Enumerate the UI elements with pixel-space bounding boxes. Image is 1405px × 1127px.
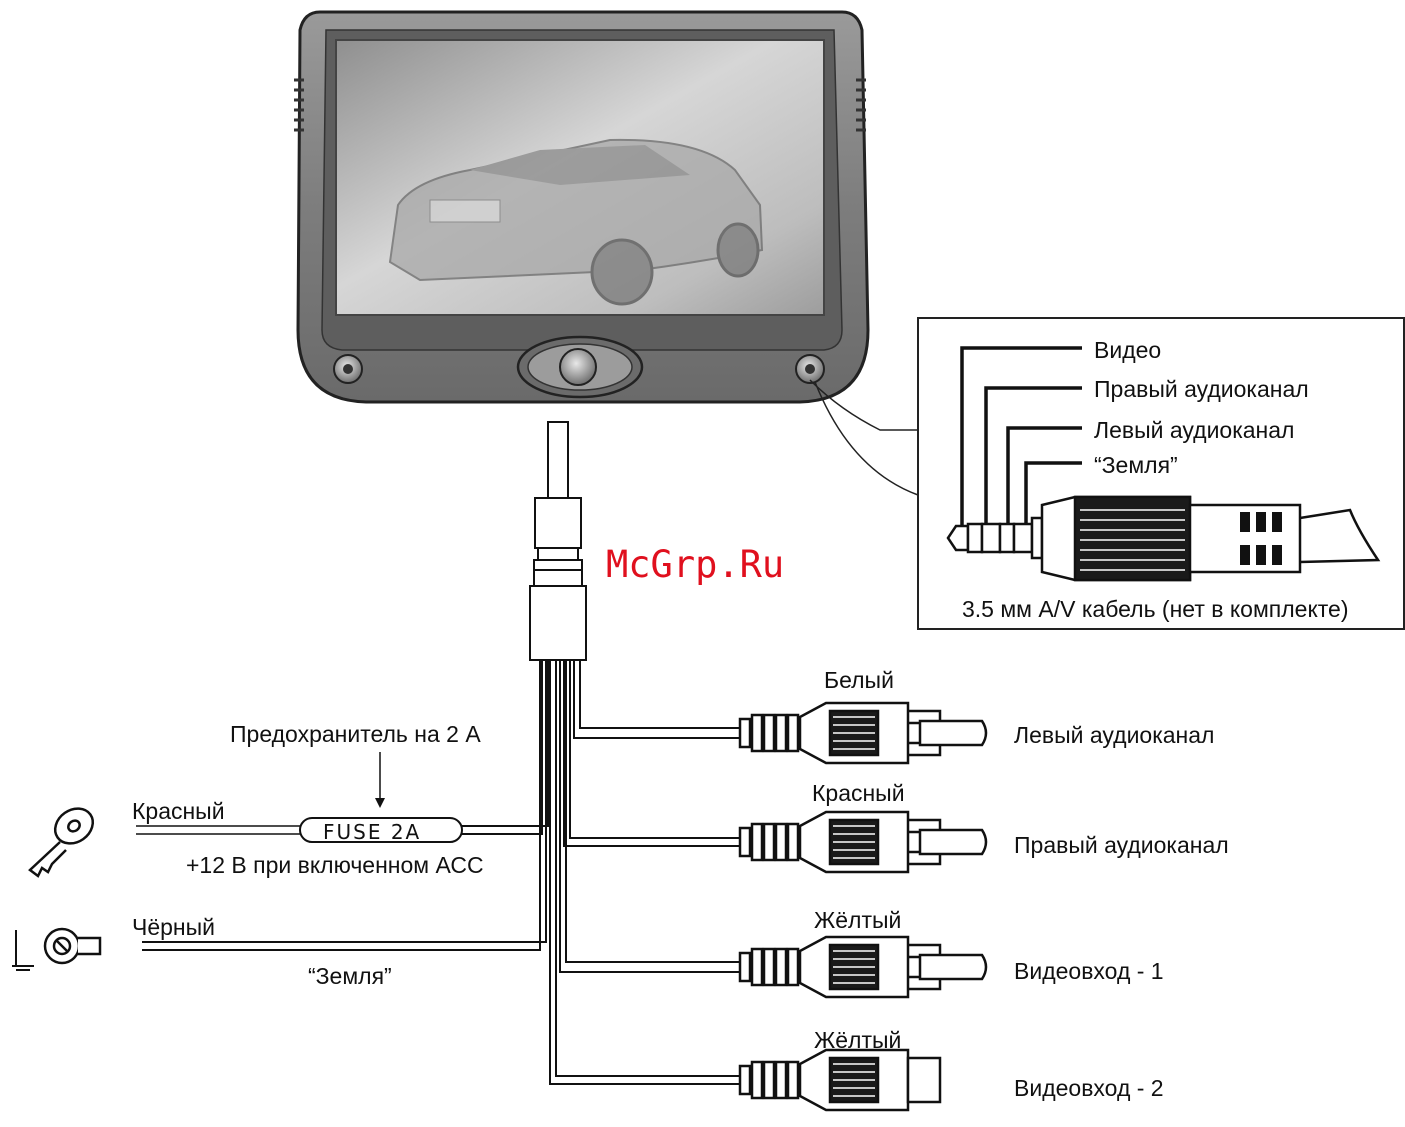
red-wire-label: Красный xyxy=(132,800,225,823)
monitor xyxy=(294,12,868,402)
ground-note: “Земля” xyxy=(308,965,392,988)
av-video-label: Видео xyxy=(1094,339,1161,362)
av-cable-caption: 3.5 мм A/V кабель (нет в комплекте) xyxy=(962,598,1349,621)
control-knob xyxy=(560,349,596,385)
rca-signal-left-audio: Левый аудиоканал xyxy=(1014,724,1214,747)
rca-signal-video-1: Видеовход - 1 xyxy=(1014,960,1164,983)
ground-icon xyxy=(12,930,34,970)
ignition-key-icon xyxy=(30,801,100,876)
rca-plug-yellow-1 xyxy=(740,937,986,997)
rca-plug-white xyxy=(740,703,986,763)
watermark: McGrp.Ru xyxy=(606,543,784,586)
rca-plug-yellow-2 xyxy=(740,1050,940,1110)
rca-color-white: Белый xyxy=(824,669,894,692)
black-wire-label: Чёрный xyxy=(132,916,215,939)
rca-color-yellow-1: Жёлтый xyxy=(814,909,901,932)
main-cable xyxy=(530,422,586,660)
rca-color-red: Красный xyxy=(812,782,905,805)
av-left-audio-label: Левый аудиоканал xyxy=(1094,419,1294,442)
fuse-callout: Предохранитель на 2 А xyxy=(230,723,481,746)
rca-color-yellow-2: Жёлтый xyxy=(814,1029,901,1052)
acc-note: +12 В при включенном АСС xyxy=(186,854,484,877)
rca-plug-red xyxy=(740,812,986,872)
fuse-label: FUSE 2A xyxy=(323,820,421,844)
ring-terminal-icon xyxy=(45,929,100,963)
av-ground-label: “Земля” xyxy=(1094,454,1178,477)
rca-signal-right-audio: Правый аудиоканал xyxy=(1014,834,1229,857)
red-wire xyxy=(136,826,300,834)
rca-signal-video-2: Видеовход - 2 xyxy=(1014,1077,1164,1100)
av-right-audio-label: Правый аудиоканал xyxy=(1094,378,1309,401)
